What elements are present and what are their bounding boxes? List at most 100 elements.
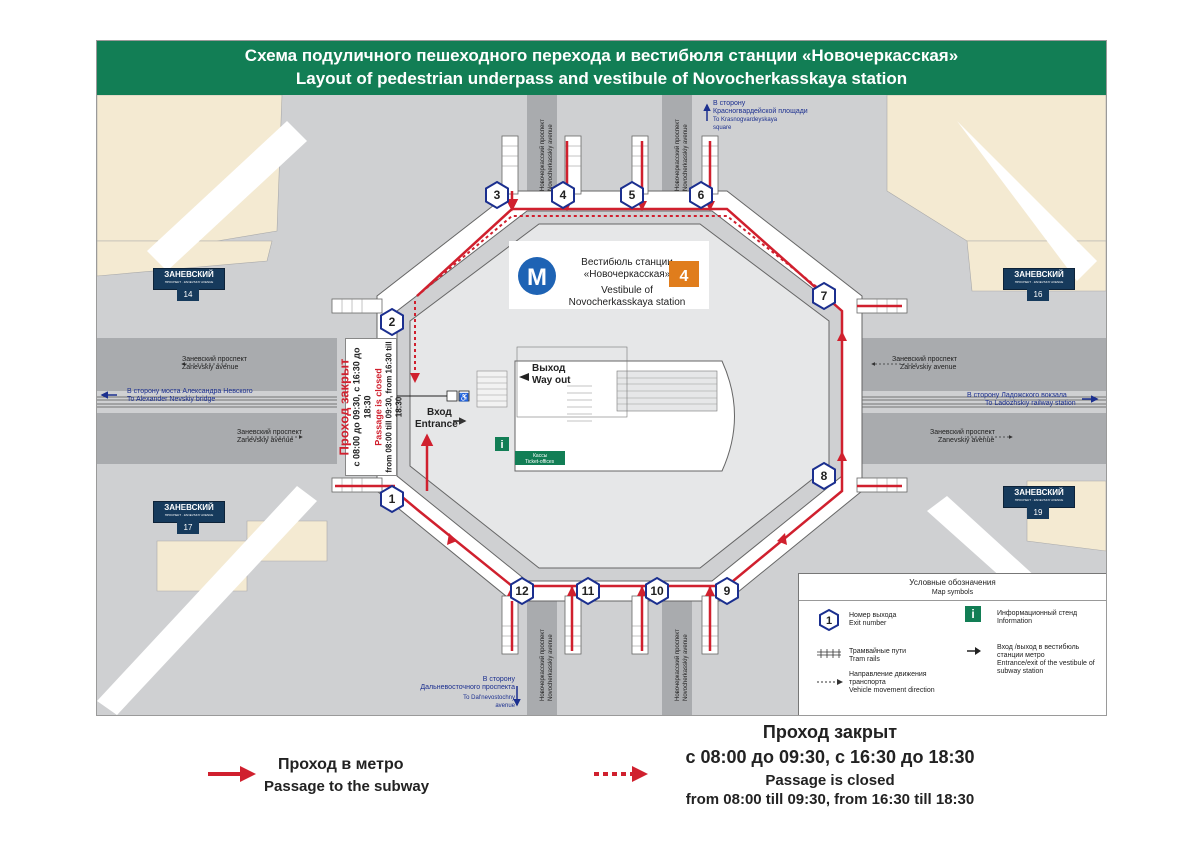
turnstiles <box>567 385 592 422</box>
svg-text:4: 4 <box>560 188 567 202</box>
street-zanevskiy-ru-e2: Заневский проспект <box>930 428 996 436</box>
exit-marker-9[interactable]: 9 <box>715 576 739 606</box>
svg-text:10: 10 <box>650 584 664 598</box>
sign-sub: ПРОСПЕКТ · ZANEVSKIY AVENUE <box>1014 498 1064 502</box>
vestibule-title-en-1: Vestibule of <box>601 285 653 296</box>
vestibule-title-en-2: Novocherkasskaya station <box>569 297 686 308</box>
closed-key: Проход закрыт с 08:00 до 09:30, с 16:30 … <box>660 722 1000 808</box>
map-title-en: Layout of pedestrian underpass and vesti… <box>295 69 908 88</box>
road-south-right <box>662 601 692 715</box>
tram-strip-west <box>97 391 337 413</box>
dir-right-en: To Ladozhskiy railway station <box>985 400 1076 407</box>
legend-entrance-arrowhead <box>975 647 981 655</box>
street-sign-19: ЗАНЕВСКИЙ ПРОСПЕКТ · ZANEVSKIY AVENUE <box>1003 486 1075 508</box>
metro-logo <box>518 257 556 295</box>
metro-logo-letter: М <box>527 264 547 291</box>
map-canvas: М Вестибюль станции «Новочеркасская» Ves… <box>97 95 1106 715</box>
route-arrowhead <box>777 533 787 545</box>
svg-text:12: 12 <box>515 584 529 598</box>
dir-top-ru-1: В сторону <box>713 100 746 107</box>
legend-tram-icon <box>817 649 841 658</box>
street-zanevskiy-ru-w2: Заневский проспект <box>237 428 303 436</box>
street-zanevskiy-en-w2: Zanevskiy avenue <box>237 437 294 444</box>
sign-sub: ПРОСПЕКТ · ZANEVSKIY AVENUE <box>164 280 214 284</box>
closed-time-ru: с 08:00 до 09:30, с 16:30 до 18:30 <box>351 347 373 467</box>
passage-key-en: Passage to the subway <box>264 778 430 795</box>
exit-marker-4[interactable]: 4 <box>551 180 575 210</box>
legend-divider <box>799 600 1106 601</box>
exit-marker-10[interactable]: 10 <box>645 576 669 606</box>
passage-key-ru: Проход в метро <box>278 756 404 773</box>
legend-exit-en: Exit number <box>849 620 887 627</box>
legend-entrance-en: Entrance/exit of the vestibule of subway… <box>997 660 1095 675</box>
road-north-right <box>662 95 692 195</box>
route-arrowhead <box>447 533 457 545</box>
street-novocherk-en-s1: Novocherkasskiy avenue <box>548 634 554 701</box>
legend-info-ru: Информационный стенд <box>997 610 1078 617</box>
exit-marker-7[interactable]: 7 <box>812 281 836 311</box>
map-header: Схема подуличного пешеходного перехода и… <box>97 41 1106 95</box>
legend-item-exit: Номер выхода Exit number <box>849 612 896 628</box>
route-arrowhead <box>567 586 577 596</box>
sidewalk-ne <box>957 121 1097 281</box>
entrance-gate-icon <box>446 390 458 402</box>
legend-symbols: 1 i <box>817 606 981 685</box>
exit-marker-1[interactable]: 1 <box>380 484 404 514</box>
info-glyph: i <box>500 439 503 451</box>
street-zanevskiy-en-e1: Zanevskiy avenue <box>900 364 957 371</box>
street-novocherk-en-n2: Novocherkasskiy avenue <box>683 124 689 191</box>
route-arrowhead <box>705 586 715 596</box>
way-out-en: Way out <box>532 375 571 386</box>
legend-vehicle-arrowhead <box>837 679 843 685</box>
svg-text:2: 2 <box>389 315 396 329</box>
street-sign-14: ЗАНЕВСКИЙ ПРОСПЕКТ · ZANEVSKIY AVENUE <box>153 268 225 290</box>
way-out-ru: Выход <box>532 363 566 374</box>
sign-name: ЗАНЕВСКИЙ <box>1014 488 1064 497</box>
tickets-ru: Кассы <box>533 453 548 459</box>
sign-number-19: 19 <box>1027 507 1049 519</box>
closed-key-time-ru: с 08:00 до 09:30, с 16:30 до 18:30 <box>685 747 975 767</box>
exit-marker-5[interactable]: 5 <box>620 180 644 210</box>
exit-marker-3[interactable]: 3 <box>485 180 509 210</box>
legend: Условные обозначения Map symbols 1 i Ном… <box>798 573 1106 715</box>
sign-name: ЗАНЕВСКИЙ <box>164 503 214 512</box>
exit-marker-12[interactable]: 12 <box>510 576 534 606</box>
legend-exit-ru: Номер выхода <box>849 612 897 619</box>
sign-number-14: 14 <box>177 289 199 301</box>
sidewalk-nw <box>147 121 307 271</box>
svg-text:9: 9 <box>724 584 731 598</box>
legend-entrance-ru: Вход /выход в вестибюль станции метро <box>997 644 1080 659</box>
street-sign-17: ЗАНЕВСКИЙ ПРОСПЕКТ · ZANEVSKIY AVENUE <box>153 501 225 523</box>
street-zanevskiy-en-w1: Zanevskiy avenue <box>182 364 239 371</box>
line-number: 4 <box>680 268 689 285</box>
exit-marker-11[interactable]: 11 <box>576 576 600 606</box>
entrance-steps <box>477 376 507 402</box>
dir-left-ru: В сторону моста Александра Невского <box>127 388 253 395</box>
closed-key-arrowhead <box>632 766 648 782</box>
svg-text:3: 3 <box>494 188 501 202</box>
route-arrowhead <box>837 451 847 461</box>
legend-title-en: Map symbols <box>931 589 974 596</box>
legend-info-icon <box>965 606 981 622</box>
street-zanevskiy-ru-w1: Заневский проспект <box>182 355 248 363</box>
closed-notice-text: Проход закрыт с 08:00 до 09:30, с 16:30 … <box>337 339 405 475</box>
dir-bottom-en-2: avenue <box>495 703 515 709</box>
closed-time-en: from 08:00 till 09:30, from 16:30 till 1… <box>384 341 404 473</box>
exit-marker-8[interactable]: 8 <box>812 461 836 491</box>
exit-marker-2[interactable]: 2 <box>380 307 404 337</box>
dir-right-ru: В сторону Ладожского вокзала <box>967 392 1067 399</box>
legend-item-info: Информационный стенд Information <box>997 610 1077 626</box>
escalator-lines <box>617 377 717 405</box>
sign-name: ЗАНЕВСКИЙ <box>164 270 214 279</box>
way-out-arrow <box>519 373 529 381</box>
dir-left-en: To Alexander Nevskiy bridge <box>127 396 215 403</box>
tram-strip-east <box>827 391 1106 413</box>
turnstile-area <box>516 346 628 418</box>
wheelchair-glyph: ♿ <box>459 392 469 402</box>
sign-number-17: 17 <box>177 522 199 534</box>
svg-text:1: 1 <box>389 492 396 506</box>
legend-tram-ru: Трамвайные пути <box>849 648 907 655</box>
legend-item-tram: Трамвайные пути Tram rails <box>849 648 906 664</box>
exit-marker-6[interactable]: 6 <box>689 180 713 210</box>
street-novocherk-en-n1: Novocherkasskiy avenue <box>548 124 554 191</box>
